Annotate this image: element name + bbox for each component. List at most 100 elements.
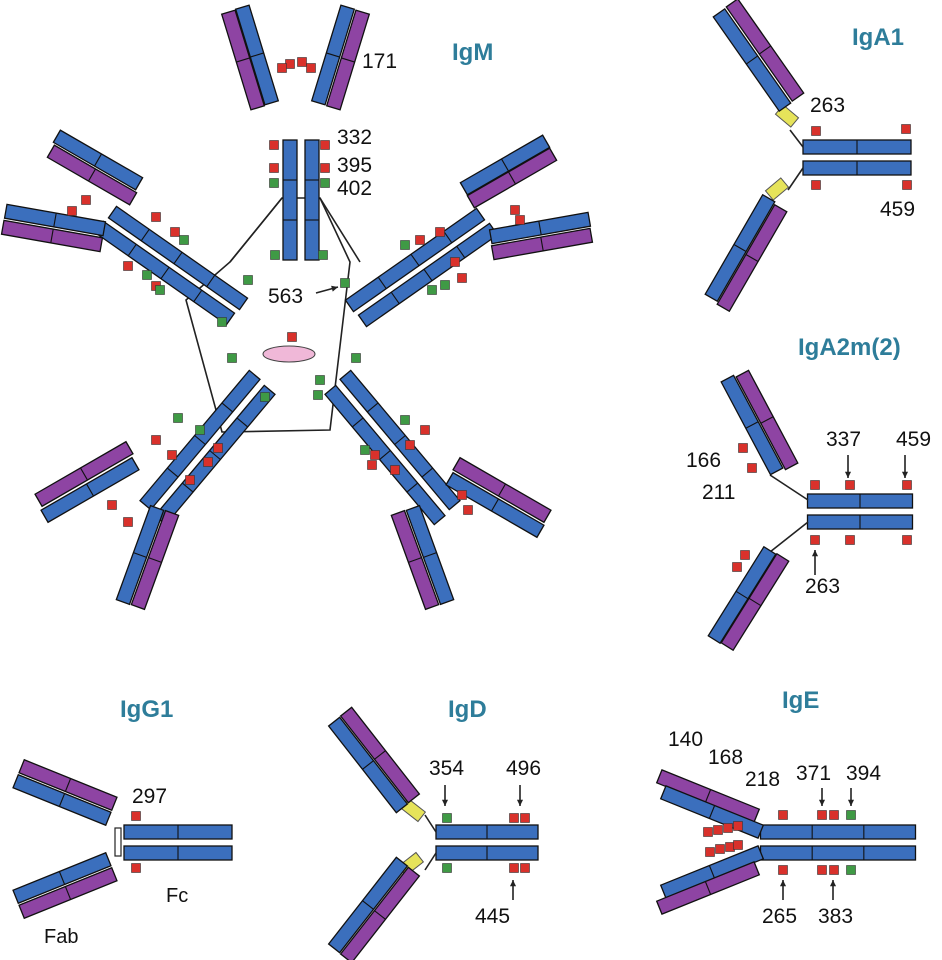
domain-divider <box>236 417 249 428</box>
green-square-icon <box>846 810 856 820</box>
igm-lr-fab2-light <box>390 509 440 611</box>
red-square-icon <box>817 810 827 820</box>
red-square-icon <box>725 842 735 852</box>
domain-divider <box>194 435 206 445</box>
red-square-icon <box>151 435 161 445</box>
arrow-head-icon <box>818 799 826 806</box>
igm-label-332: 332 <box>337 126 372 149</box>
green-square-icon <box>243 275 253 285</box>
iga2m2-title: IgA2m(2) <box>798 334 901 361</box>
domain-divider <box>423 552 437 558</box>
igm-lr-fab2-heavy <box>405 504 455 606</box>
igg1-label-297: 297 <box>132 785 167 808</box>
red-square-icon <box>463 505 473 515</box>
green-square-icon <box>315 375 325 385</box>
red-square-icon <box>732 562 742 572</box>
iga1-fab-heavy <box>704 193 776 303</box>
green-square-icon <box>442 863 452 873</box>
green-square-icon <box>846 865 856 875</box>
ige-label-168: 168 <box>708 746 743 769</box>
ige-title: IgE <box>782 687 819 714</box>
red-square-icon <box>123 517 133 527</box>
domain-divider <box>366 402 379 413</box>
domain-divider <box>50 229 54 243</box>
domain <box>759 824 917 840</box>
red-square-icon <box>733 821 743 831</box>
red-square-icon <box>420 425 430 435</box>
arrow-head-icon <box>779 880 787 887</box>
domain-divider <box>760 416 774 424</box>
green-square-icon <box>320 178 330 188</box>
domain-divider <box>166 467 179 478</box>
red-square-icon <box>415 235 425 245</box>
igm-ll-fab-light <box>34 440 134 508</box>
arrow-head-icon <box>829 880 837 887</box>
red-square-icon <box>829 865 839 875</box>
domain-divider <box>377 276 387 289</box>
domain <box>304 139 320 261</box>
green-square-icon <box>260 392 270 402</box>
domain-divider <box>351 417 364 428</box>
domain-divider <box>206 274 216 287</box>
green-square-icon <box>142 270 152 280</box>
red-square-icon <box>320 140 330 150</box>
green-square-icon <box>360 445 370 455</box>
red-square-icon <box>738 443 748 453</box>
igg1-fab-light <box>18 866 118 920</box>
green-square-icon <box>318 250 328 260</box>
red-square-icon <box>131 863 141 873</box>
iga2-fab-heavy <box>720 374 784 476</box>
iga1-fab-light <box>716 203 788 313</box>
iga2-label-337: 337 <box>826 428 861 451</box>
domain <box>282 139 298 261</box>
igd-fc-heavy-1 <box>435 824 539 840</box>
domain-divider <box>758 45 772 55</box>
hinge-line <box>769 474 809 501</box>
igg1-fc-heavy-2 <box>123 845 233 861</box>
igg1-fab-heavy <box>12 851 112 905</box>
igm-ur-fab-light <box>466 147 558 209</box>
igm-ur-fab-heavy <box>459 134 551 196</box>
igg1-label-fab: Fab <box>44 926 78 948</box>
red-square-icon <box>457 273 467 283</box>
domain-divider <box>491 498 499 512</box>
arrow-head-icon <box>847 799 855 806</box>
green-square-icon <box>270 250 280 260</box>
green-square-icon <box>440 280 450 290</box>
domain-divider <box>745 254 759 262</box>
hinge-line <box>787 167 804 191</box>
red-square-icon <box>81 195 91 205</box>
red-square-icon <box>370 450 380 460</box>
connector-line <box>319 197 361 263</box>
ige-fab-light <box>655 860 761 916</box>
domain-divider <box>408 557 422 563</box>
red-square-icon <box>450 257 460 267</box>
red-square-icon <box>390 465 400 475</box>
igd-fab-light <box>339 866 421 960</box>
domain-divider <box>94 153 102 167</box>
green-square-icon <box>313 390 323 400</box>
igm-top-fab-light <box>220 9 266 111</box>
igd-fab-light <box>339 706 421 804</box>
domain-divider <box>209 450 221 460</box>
igd-fab-heavy <box>327 856 409 954</box>
igm-lr-fab-light <box>452 456 552 524</box>
green-square-icon <box>442 813 452 823</box>
domain-divider <box>501 158 509 172</box>
domain-divider <box>250 52 264 58</box>
iga2-fab-light <box>735 369 799 471</box>
igm-ul-fab2-light <box>0 219 104 253</box>
ige-label-383: 383 <box>818 905 853 928</box>
ige-fc-heavy-2 <box>759 845 917 861</box>
igm-ul-heavy-1 <box>107 205 249 311</box>
domain-divider <box>733 244 747 252</box>
domain-divider <box>221 402 234 413</box>
domain-divider <box>394 435 406 445</box>
igm-ll-fab2-light <box>130 509 180 611</box>
red-square-icon <box>67 206 77 216</box>
igg1-fab-heavy <box>12 773 112 827</box>
iga1-fab-light <box>725 0 805 103</box>
iga2-fab-heavy <box>707 545 777 645</box>
igm-lr-heavy-2 <box>324 384 446 526</box>
arrow-head-icon <box>509 880 517 887</box>
